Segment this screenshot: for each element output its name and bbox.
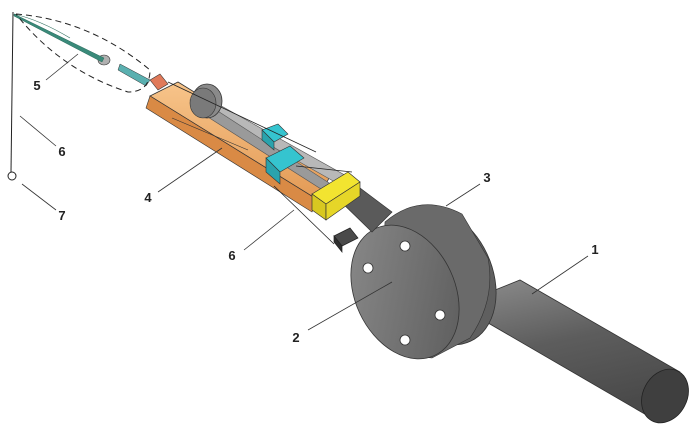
callout-label-4: 4	[144, 190, 152, 205]
tip-assembly	[13, 13, 169, 91]
bottom-block	[333, 227, 359, 253]
callout-label-5: 5	[33, 78, 41, 93]
leader-lines	[19, 53, 589, 331]
handle	[482, 279, 689, 424]
tip-envelope	[15, 13, 151, 93]
flange	[350, 204, 497, 360]
callout-label-2: 2	[292, 330, 300, 345]
callout-label-6-upper: 6	[58, 144, 66, 159]
pendant-line	[7, 11, 17, 181]
callout-label-1: 1	[591, 242, 599, 257]
callout-label-6-lower: 6	[228, 248, 236, 263]
callout-label-3: 3	[483, 170, 491, 185]
pulley-disc	[189, 83, 223, 119]
callout-label-7: 7	[58, 208, 66, 223]
boom-arm	[145, 81, 331, 213]
cables	[167, 81, 353, 245]
yellow-carriage	[311, 171, 361, 221]
